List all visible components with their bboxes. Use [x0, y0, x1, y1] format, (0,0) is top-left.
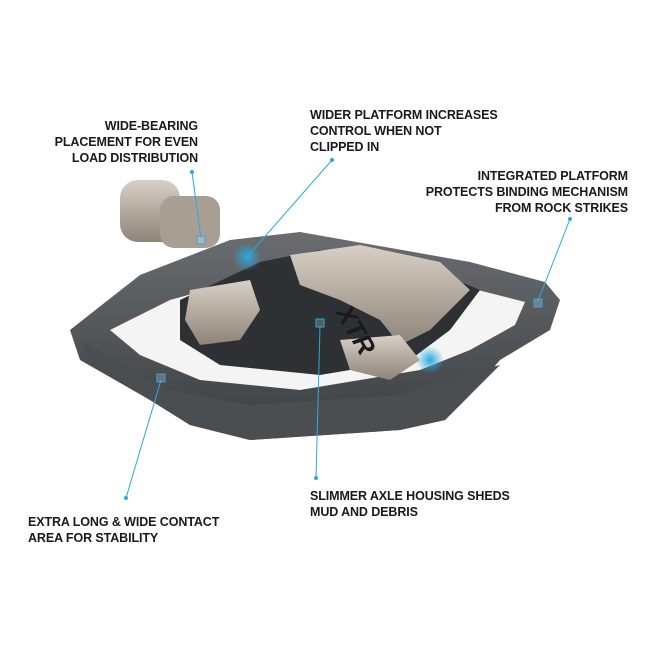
callout-line: INTEGRATED PLATFORM [477, 169, 629, 183]
callout-line: PLACEMENT FOR EVEN [54, 135, 198, 149]
callout-line: WIDER PLATFORM INCREASES [310, 108, 498, 122]
pedal-body: XTR [70, 232, 560, 440]
callout-line: LOAD DISTRIBUTION [71, 151, 198, 165]
callout-wider-platform: WIDER PLATFORM INCREASES CONTROL WHEN NO… [310, 107, 498, 155]
callout-line: FROM ROCK STRIKES [494, 201, 628, 215]
callout-line: CONTROL WHEN NOT [310, 124, 442, 138]
pedal-spindle [120, 180, 220, 248]
callout-line: SLIMMER AXLE HOUSING SHEDS [310, 489, 510, 503]
callout-line: CLIPPED IN [310, 140, 380, 154]
callout-integrated-platform: INTEGRATED PLATFORM PROTECTS BINDING MEC… [426, 168, 628, 216]
callout-slimmer-axle: SLIMMER AXLE HOUSING SHEDS MUD AND DEBRI… [310, 488, 510, 520]
leader-lines [125, 159, 571, 499]
leader-line-wider-platform [246, 159, 333, 258]
leader-line-wide-bearing [191, 171, 202, 239]
callout-line: EXTRA LONG & WIDE CONTACT [28, 515, 220, 529]
highlight-glow-housing [416, 346, 444, 374]
leader-line-extra-long [125, 379, 162, 499]
leader-line-integrated-platform [537, 218, 571, 302]
callout-extra-long: EXTRA LONG & WIDE CONTACT AREA FOR STABI… [28, 514, 219, 546]
callout-line: PROTECTS BINDING MECHANISM [425, 185, 628, 199]
leader-line-slimmer-axle [315, 325, 321, 479]
callout-line: AREA FOR STABILITY [28, 531, 159, 545]
callout-wide-bearing: WIDE-BEARING PLACEMENT FOR EVEN LOAD DIS… [55, 118, 198, 166]
callout-line: WIDE-BEARING [104, 119, 198, 133]
callout-line: MUD AND DEBRIS [310, 505, 418, 519]
